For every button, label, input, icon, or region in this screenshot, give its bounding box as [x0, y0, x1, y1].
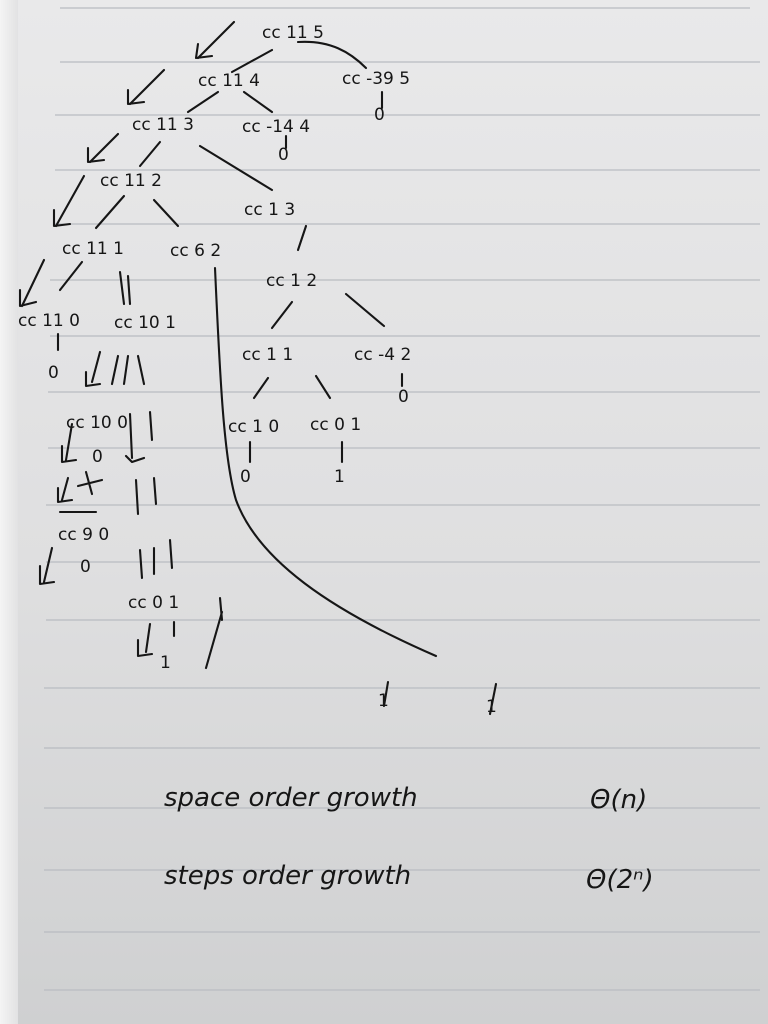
node-cc-neg14-4: cc -14 4 [242, 117, 310, 137]
node-return: 1 [334, 467, 345, 487]
return-value: 1 [378, 691, 389, 711]
steps-order-value: Θ(2ⁿ) [586, 865, 654, 895]
node-cc-11-0: cc 11 0 [18, 311, 80, 331]
node-cc-11-3: cc 11 3 [132, 115, 194, 135]
node-cc-6-2: cc 6 2 [170, 241, 221, 261]
node-cc-10-1: cc 10 1 [114, 313, 176, 333]
node-return: 0 [398, 387, 409, 407]
node-return: 0 [240, 467, 251, 487]
node-return: 0 [278, 145, 289, 165]
node-cc-11-5: cc 11 5 [262, 23, 324, 43]
tree-edges [18, 20, 498, 716]
node-cc-neg4-2: cc -4 2 [354, 345, 411, 365]
node-cc-0-1: cc 0 1 [310, 415, 361, 435]
tree-nodes: cc 11 5 cc 11 4 cc -39 5 0 cc 11 3 cc -1… [18, 23, 497, 717]
space-order-value: Θ(n) [590, 785, 647, 815]
node-return: 1 [160, 653, 171, 673]
node-cc-11-2: cc 11 2 [100, 171, 162, 191]
node-cc-0-1-second: cc 0 1 [128, 593, 179, 613]
node-cc-11-4: cc 11 4 [198, 71, 260, 91]
complexity-notes: space order growth Θ(n) steps order grow… [164, 783, 654, 895]
node-cc-9-0: cc 9 0 [58, 525, 109, 545]
node-cc-1-3: cc 1 3 [244, 200, 295, 220]
node-cc-1-0: cc 1 0 [228, 417, 279, 437]
node-return: 0 [80, 557, 91, 577]
node-cc-11-1: cc 11 1 [62, 239, 124, 259]
steps-order-label: steps order growth [164, 861, 411, 891]
space-order-label: space order growth [164, 783, 418, 813]
node-return: 0 [48, 363, 59, 383]
node-cc-1-2: cc 1 2 [266, 271, 317, 291]
node-return: 0 [374, 105, 385, 125]
node-cc-10-0: cc 10 0 [66, 413, 128, 433]
ruled-lines [44, 7, 760, 991]
node-return: 0 [92, 447, 103, 467]
node-cc-neg39-5: cc -39 5 [342, 69, 410, 89]
node-cc-1-1: cc 1 1 [242, 345, 293, 365]
